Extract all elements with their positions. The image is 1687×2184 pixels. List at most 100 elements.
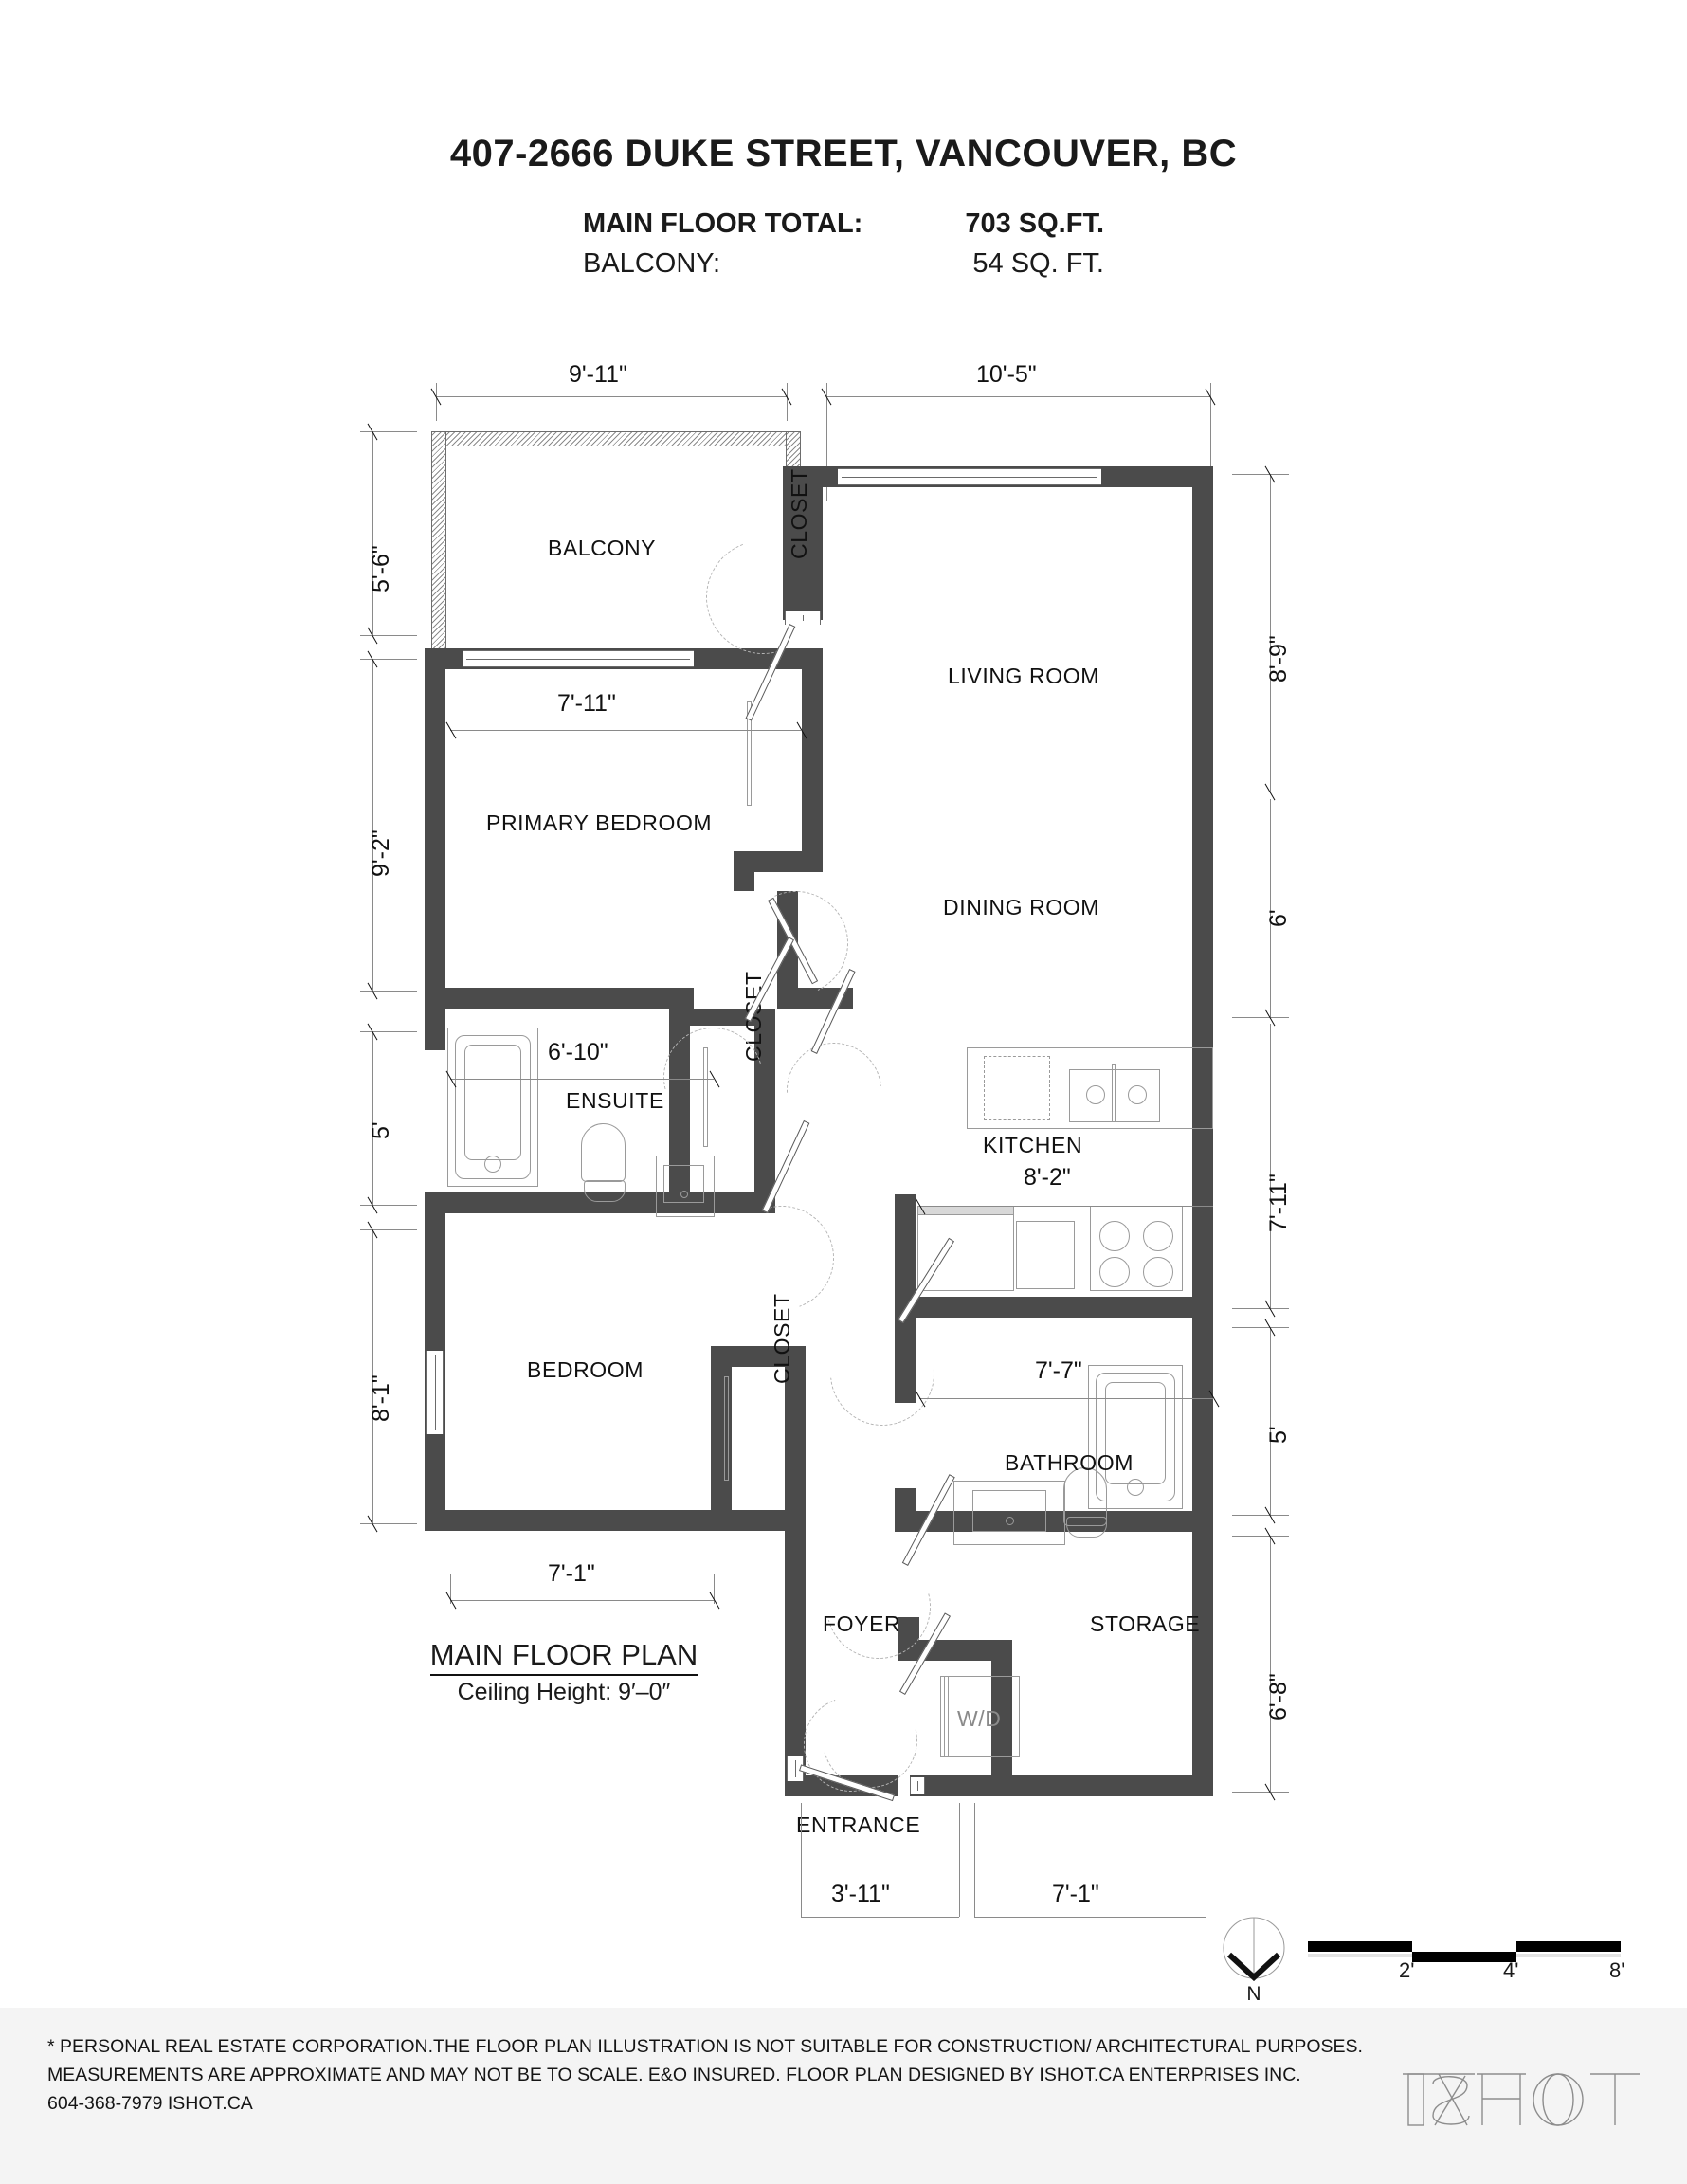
area-summary: MAIN FLOOR TOTAL: 703 SQ.FT. BALCONY: 54 S… (0, 204, 1687, 283)
dim-line-kitchen-width (919, 1206, 1213, 1207)
bathtub-ensuite (447, 1028, 538, 1187)
wall-primary-left (425, 648, 445, 1009)
summary-value-balcony: 54 SQ. FT. (972, 248, 1104, 279)
scale-tick-4ft: 4' (1503, 1958, 1519, 1982)
room-label-wd: W/D (957, 1706, 1002, 1731)
wall-primary-bottom (425, 988, 673, 1009)
bathtub-main (1088, 1365, 1183, 1509)
dim-line-right-storage (1270, 1536, 1271, 1792)
dim-ext-r7 (1232, 1536, 1289, 1537)
bathtub-main-inner (1096, 1373, 1175, 1502)
dim-bathroom-width: 7'-7" (1035, 1357, 1082, 1384)
room-label-entrance: ENTRANCE (796, 1812, 921, 1837)
sink-bowl-left (1086, 1085, 1105, 1104)
wall-midcloset-right (754, 1009, 775, 1194)
dim-right-storage: 6'-8" (1265, 1673, 1292, 1720)
door-arc-bathroom (808, 1300, 956, 1447)
dim-ext-r8 (1232, 1792, 1289, 1793)
dim-left-ensuite: 5' (368, 1121, 394, 1139)
plan-title-block: MAIN FLOOR PLAN Ceiling Height: 9′–0″ (408, 1638, 720, 1706)
room-label-dining-room: DINING ROOM (943, 895, 1100, 919)
sink-bathroom (972, 1490, 1046, 1532)
wall-kitchen-bottom (895, 1297, 1213, 1318)
wall-primary-closet-stub (734, 851, 754, 891)
dim-right-kitchen: 7'-11" (1265, 1174, 1292, 1232)
kitchen-faucet (1112, 1064, 1116, 1122)
scale-seg-2 (1412, 1952, 1516, 1962)
dim-ext-r5 (1232, 1327, 1289, 1328)
kitchen-upper-counter (967, 1047, 1213, 1129)
room-label-kitchen: KITCHEN (983, 1133, 1083, 1157)
dim-ext-top-l1 (436, 383, 437, 421)
dim-line-right-living (1270, 474, 1271, 792)
wall-bedcloset-right (785, 1346, 806, 1531)
dim-ext-l6 (360, 1205, 417, 1206)
footer-bar: * PERSONAL REAL ESTATE CORPORATION.THE F… (0, 2008, 1687, 2184)
dim-line-left-ensuite (372, 1031, 373, 1205)
burner-2 (1143, 1221, 1173, 1251)
dim-left-bedroom: 8'-1" (368, 1374, 394, 1422)
dim-top-right: 10'-5" (976, 361, 1037, 388)
toilet-tank-main (1063, 1467, 1107, 1526)
dim-ext-l7 (360, 1229, 417, 1230)
page-title: 407-2666 DUKE STREET, VANCOUVER, BC (449, 133, 1238, 174)
dim-ensuite-width: 6'-10" (548, 1039, 608, 1065)
room-label-bathroom: BATHROOM (1005, 1450, 1134, 1475)
dishwasher (984, 1056, 1050, 1120)
wall-kitchen-left (895, 1194, 916, 1318)
wall-bathroom-bottom (895, 1511, 1213, 1532)
dim-ext-l1 (360, 431, 417, 432)
door-threshold-balcony (785, 611, 821, 625)
faucet-ensuite (680, 1191, 688, 1198)
summary-row-main-floor: MAIN FLOOR TOTAL: 703 SQ.FT. (583, 204, 1104, 244)
dim-ext-b3 (974, 1803, 975, 1917)
dim-ext-l8 (360, 1523, 417, 1524)
dim-line-bathroom-width (919, 1398, 1213, 1399)
sink-ensuite (663, 1165, 704, 1203)
dim-line-top-left (436, 396, 787, 397)
dim-line-bedroom-width (450, 1600, 714, 1601)
dim-right-living: 8'-9" (1265, 635, 1292, 682)
summary-label-balcony: BALCONY: (583, 248, 721, 279)
room-label-balcony: BALCONY (548, 536, 657, 560)
burner-4 (1143, 1257, 1173, 1287)
wall-ensuite-bottom (425, 1192, 775, 1213)
vanity-bathroom (953, 1481, 1065, 1545)
burner-3 (1099, 1257, 1130, 1287)
scale-seg-1 (1308, 1941, 1412, 1952)
summary-value-main-floor: 703 SQ.FT. (965, 209, 1104, 239)
room-label-storage: STORAGE (1090, 1611, 1201, 1636)
compass-rose: N (1221, 1915, 1287, 2005)
dim-ext-bed1 (450, 1574, 451, 1604)
dim-ext-bed2 (714, 1574, 715, 1604)
footer-line-1: * PERSONAL REAL ESTATE CORPORATION.THE F… (47, 2036, 1363, 2057)
dim-line-left-primary (372, 659, 373, 991)
toilet-bowl-ensuite (584, 1180, 626, 1202)
wall-bedcloset-top (711, 1346, 806, 1367)
summary-label-main-floor: MAIN FLOOR TOTAL: (583, 209, 863, 239)
room-label-living-room: LIVING ROOM (948, 664, 1099, 688)
dim-line-ensuite-width (450, 1079, 714, 1080)
wall-left-joint-1 (425, 1009, 445, 1050)
wall-foyer-left (785, 1510, 806, 1796)
closet-rod-mid (703, 1047, 708, 1147)
wall-primary-bottom-jamb (673, 988, 694, 1009)
wall-bottom-exterior (910, 1775, 1213, 1796)
dim-left-primary: 9'-2" (368, 829, 394, 877)
dim-ext-top-r2 (1210, 383, 1211, 501)
dim-ext-l2 (360, 635, 417, 636)
dim-ext-b2 (959, 1803, 960, 1917)
burner-1 (1099, 1221, 1130, 1251)
dim-ext-l3 (360, 659, 417, 660)
toilet-bowl-main (1066, 1517, 1107, 1538)
window-living-room (838, 468, 1101, 485)
dim-line-bottom-left (801, 1917, 959, 1918)
dim-ext-r1 (1232, 474, 1289, 475)
refrigerator (917, 1206, 1014, 1291)
footer-line-3: 604-368-7979 ISHOT.CA (47, 2093, 253, 2114)
room-label-foyer: FOYER (823, 1611, 901, 1636)
dim-right-dining: 6' (1265, 909, 1292, 927)
room-label-bedroom: BEDROOM (527, 1357, 644, 1382)
wall-ensuite-right (669, 1009, 690, 1194)
